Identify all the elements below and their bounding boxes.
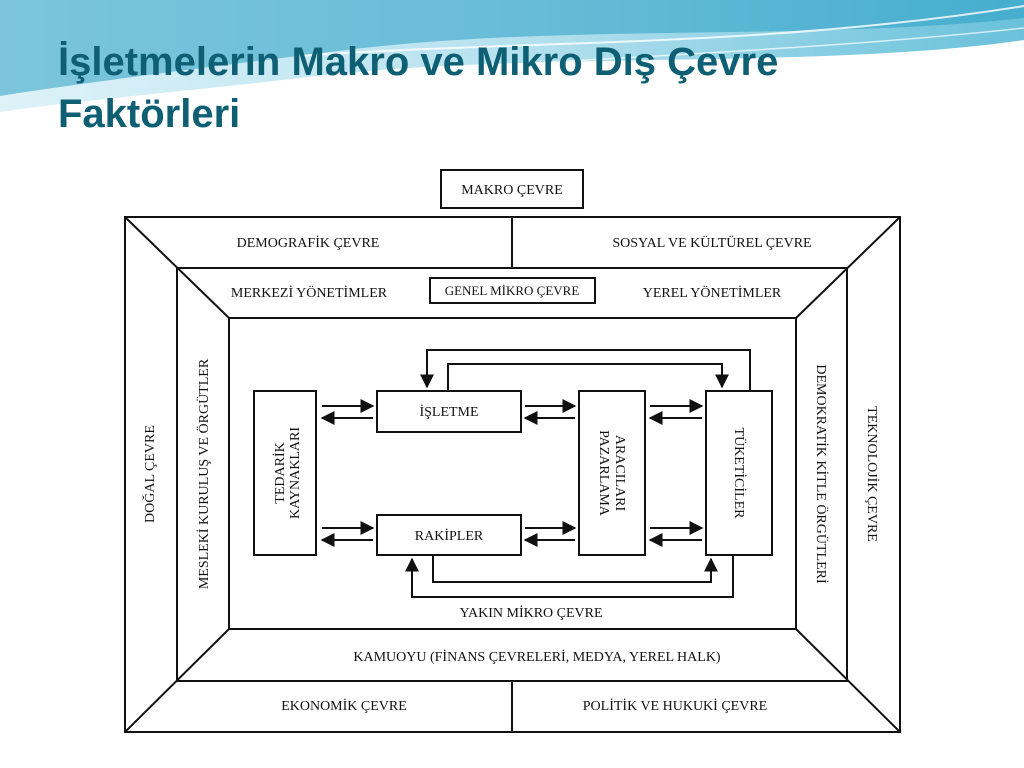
label-yakin-mikro-cevre: YAKIN MİKRO ÇEVRE [459, 605, 602, 621]
label-pazarlama-line1: PAZARLAMA [596, 430, 611, 517]
bottom-loop-outer [405, 555, 734, 598]
bottom-loop-inner [432, 555, 718, 583]
label-sosyal-kulturel: SOSYAL VE KÜLTÜREL ÇEVRE [612, 234, 811, 251]
makro-cevre-box [440, 169, 584, 209]
label-makro-cevre: MAKRO ÇEVRE [461, 183, 563, 198]
label-politik-hukuki: POLİTİK VE HUKUKİ ÇEVRE [583, 698, 767, 714]
label-pazarlama-line2: ARACILARI [612, 435, 627, 512]
label-yerel-yonetimler: YEREL YÖNETİMLER [643, 284, 782, 301]
label-teknolojik: TEKNOLOJİK ÇEVRE [864, 406, 880, 542]
label-mesleki-kurulus: MESLEKİ KURULUŞ VE ÖRGÜTLER [195, 358, 212, 589]
top-loop-inner [447, 363, 729, 391]
slide-title-line2: Faktörleri [58, 92, 241, 136]
slide-title: İşletmelerin Makro ve Mikro Dış Çevre Fa… [58, 36, 958, 140]
pazarlama-box [578, 390, 646, 556]
label-genel-mikro-cevre: GENEL MİKRO ÇEVRE [445, 283, 580, 298]
diagonal-top-left [124, 216, 230, 319]
label-isletme: İŞLETME [419, 404, 478, 420]
top-loop-outer [420, 349, 751, 391]
label-merkezi-yonetimler: MERKEZİ YÖNETİMLER [231, 284, 388, 301]
label-kamuoyu: KAMUOYU (FİNANS ÇEVRELERİ, MEDYA, YEREL … [353, 649, 721, 665]
label-demokratik-kitle: DEMOKRATİK KİTLE ÖRGÜTLERİ [813, 364, 830, 584]
slide-title-line1: İşletmelerin Makro ve Mikro Dış Çevre [58, 40, 779, 84]
genel-mikro-cevre-box [429, 277, 596, 304]
label-rakipler: RAKİPLER [415, 528, 484, 544]
diagonal-bottom-right [795, 628, 901, 733]
label-demografik: DEMOGRAFİK ÇEVRE [237, 235, 380, 251]
header-wave-decoration [0, 0, 1024, 112]
near-micro-frame [228, 317, 797, 630]
diagonal-top-right [795, 216, 901, 319]
label-tedarik-line1: TEDARİK [272, 442, 288, 503]
diagonal-bottom-left [124, 628, 230, 733]
label-tedarik-line2: KAYNAKLARI [288, 427, 303, 519]
label-dogal: DOĞAL ÇEVRE [141, 425, 158, 523]
label-tuketiciler: TÜKETİCİLER [731, 428, 748, 520]
tedarik-box [253, 390, 317, 556]
label-ekonomik: EKONOMİK ÇEVRE [281, 698, 407, 714]
rakipler-box [376, 514, 522, 556]
tuketiciler-box [705, 390, 773, 556]
